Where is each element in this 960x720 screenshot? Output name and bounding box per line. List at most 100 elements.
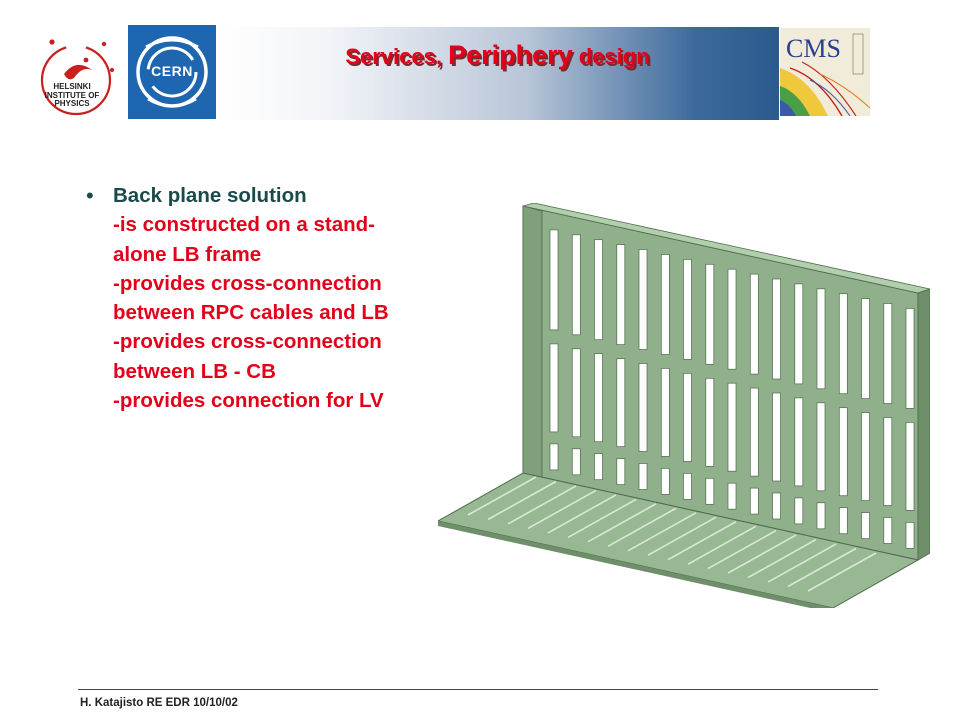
hip-logo-text: HELSINKI INSTITUTE OF PHYSICS: [40, 82, 104, 109]
base-groove: [547, 494, 617, 534]
panel-slot: [571, 448, 581, 476]
panel-slot: [883, 417, 893, 506]
base-groove: [767, 543, 837, 583]
panel-slot: [816, 502, 826, 530]
panel-slot: [594, 453, 603, 481]
cms-logo: [780, 28, 870, 116]
base-groove: [507, 485, 577, 525]
panel-slot: [816, 402, 826, 492]
base-groove: [807, 552, 877, 592]
cern-logo: [128, 25, 216, 119]
panel-slot: [838, 293, 848, 395]
panel-slot: [883, 303, 893, 404]
panel-slot: [749, 487, 759, 515]
panel-slot: [794, 283, 804, 385]
panel-slot: [616, 358, 626, 447]
panel-slot: [705, 477, 715, 505]
base-groove: [627, 512, 697, 552]
hip-line-3: PHYSICS: [54, 99, 90, 108]
panel-slot: [660, 254, 670, 355]
panel-slot: [861, 298, 870, 399]
cms-logo-text: CMS: [786, 34, 841, 63]
panel-slot: [705, 263, 715, 365]
panel-slot: [683, 373, 692, 462]
base-groove: [527, 489, 597, 530]
panel-slot: [727, 268, 737, 370]
panel-slot: [905, 422, 915, 511]
panel-slot: [861, 412, 870, 501]
bullet-line-6: between LB - CB: [113, 359, 276, 383]
panel-slot: [727, 482, 737, 510]
panel-slot: [727, 382, 737, 472]
panel-slot: [772, 278, 781, 380]
slot-grid: [549, 229, 915, 549]
base-groove: [487, 480, 557, 521]
bullet-body: Back plane solution -is constructed on a…: [113, 181, 493, 415]
panel-slot: [594, 353, 603, 443]
title-part-periphery: Periphery: [448, 40, 573, 70]
base-groove: [667, 521, 737, 561]
panel-slot: [683, 259, 692, 360]
bullet-line-4: between RPC cables and LB: [113, 301, 389, 325]
base-groove: [647, 516, 717, 556]
title-part-services: Services,: [345, 44, 449, 69]
backplane-frame-drawing: [438, 203, 930, 608]
panel-slot: [794, 497, 804, 525]
bullet-line-5: -provides cross-connection: [113, 330, 382, 354]
panel-slot: [749, 387, 759, 477]
bullet-line-7: -provides connection for LV: [113, 389, 384, 413]
panel-slot: [571, 234, 581, 336]
bullet-line-1: -is constructed on a stand-: [113, 213, 375, 237]
base-groove: [707, 529, 777, 570]
base-groove: [467, 476, 537, 516]
panel-slot: [838, 407, 848, 497]
panel-slot: [638, 363, 648, 452]
panel-slot: [660, 368, 670, 457]
footer-credit: H. Katajisto RE EDR 10/10/02: [80, 697, 238, 709]
panel-slot: [660, 468, 670, 495]
bullet-line-3: -provides cross-connection: [113, 271, 382, 295]
hip-line-2: INSTITUTE OF: [44, 90, 100, 100]
cms-event-icon: [780, 28, 870, 116]
panel-slot: [683, 473, 692, 500]
base-groove: [727, 534, 797, 574]
panel-slot: [772, 492, 781, 520]
hip-logo-icon: [40, 39, 114, 116]
panel-slot: [905, 522, 915, 549]
panel-slot: [549, 229, 559, 331]
cern-logo-text: CERN: [151, 63, 193, 79]
base-groove: [747, 538, 817, 579]
bullet-marker: •: [86, 183, 94, 208]
panel-slot: [816, 288, 826, 390]
bullet-line-2: alone LB frame: [113, 242, 262, 266]
panel-slot: [794, 397, 804, 487]
panel-slot: [616, 458, 626, 485]
panel-slot: [905, 308, 915, 409]
base-groove: [607, 507, 677, 547]
panel-slot: [772, 392, 781, 482]
base-groove: [567, 498, 637, 539]
panel-slot: [594, 239, 603, 341]
bullet-lead: Back plane solution: [113, 184, 307, 207]
hip-line-1: HELSINKI: [53, 82, 91, 91]
panel-slot: [549, 443, 559, 471]
header-band: [216, 27, 779, 120]
title-part-design: design: [572, 44, 650, 69]
cern-rings-icon: [136, 36, 208, 108]
base-groove: [587, 503, 657, 543]
footer-rule: [78, 689, 878, 690]
panel-slot: [861, 512, 870, 539]
panel-slot: [838, 507, 848, 535]
panel-slot: [705, 377, 715, 467]
panel-slot: [638, 463, 648, 490]
base-groove: [687, 525, 757, 565]
slide-title: Services, Periphery design: [216, 40, 779, 71]
base-groove: [787, 547, 857, 588]
panel-slot: [638, 249, 648, 350]
panel-slot: [571, 348, 581, 438]
panel-slot: [549, 343, 559, 433]
panel-slot: [749, 273, 759, 375]
panel-slot: [883, 517, 893, 544]
panel-slot: [616, 244, 626, 345]
